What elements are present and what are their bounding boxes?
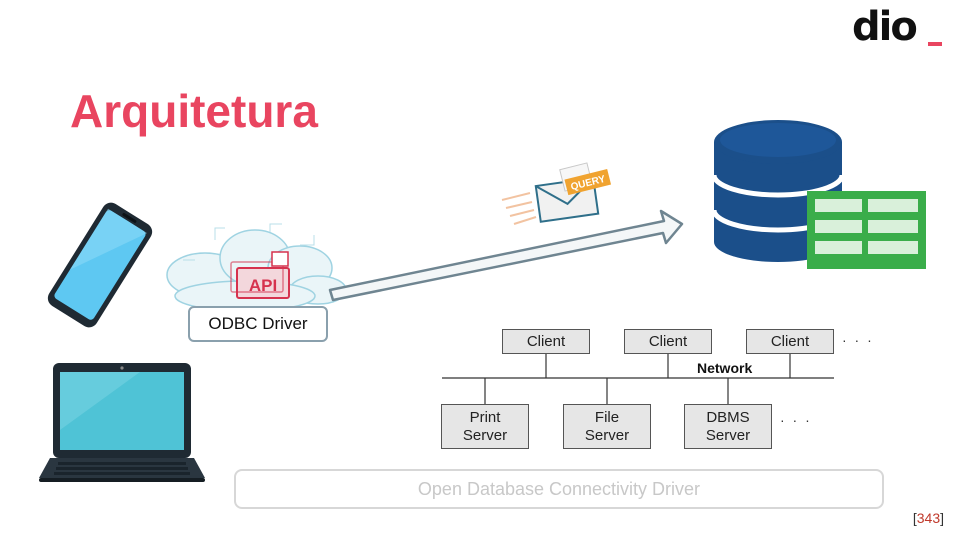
servers-ellipsis: · · · <box>780 412 812 428</box>
network-bus <box>442 353 834 404</box>
logo-underscore <box>928 42 942 46</box>
page-bracket-open: [ <box>912 510 917 526</box>
laptop-icon <box>39 363 205 482</box>
client-node-1: Client <box>502 329 590 354</box>
server-line1: DBMS <box>706 409 750 426</box>
server-line2: Server <box>462 427 508 444</box>
dio-logo: dio <box>852 4 918 50</box>
client-node-2: Client <box>624 329 712 354</box>
odbc-driver-label: ODBC Driver <box>188 306 328 342</box>
page-number-value: 343 <box>916 510 941 526</box>
smartphone-icon <box>47 202 153 328</box>
network-label: Network <box>697 360 753 376</box>
page-number: [343] <box>913 510 944 526</box>
api-label: API <box>249 276 277 295</box>
page-bracket-close: ] <box>940 510 944 526</box>
clients-ellipsis: · · · <box>842 332 874 348</box>
client-node-3: Client <box>746 329 834 354</box>
query-envelope-icon: QUERY <box>501 162 612 225</box>
server-line1: File <box>594 409 620 426</box>
server-line2: Server <box>584 427 630 444</box>
odbc-caption-box: Open Database Connectivity Driver <box>234 469 884 509</box>
slide-title: Arquitetura <box>70 85 318 137</box>
arrow-to-database <box>328 209 684 302</box>
cloud-api-icon: API <box>166 223 347 312</box>
server-line1: Print <box>469 409 501 426</box>
spreadsheet-icon <box>807 191 926 269</box>
server-line2: Server <box>705 427 751 444</box>
